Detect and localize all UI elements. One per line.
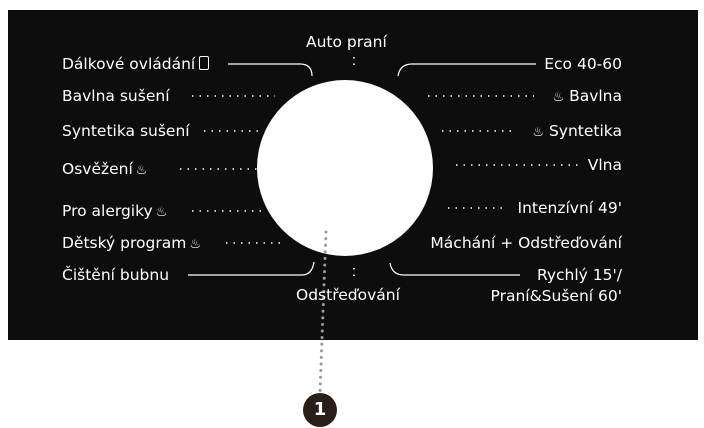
program-cotton: ♨ Bavlna — [552, 87, 622, 105]
program-wool: Vlna — [587, 156, 622, 174]
program-synthetic-dry: Syntetika sušení — [62, 122, 190, 140]
phone-icon — [199, 56, 210, 70]
program-remote-control: Dálkové ovládání — [62, 55, 210, 73]
program-rapid-15: Rychlý 15'/ — [536, 266, 622, 284]
program-cotton-dry: Bavlna sušení — [62, 87, 170, 105]
steam-icon: ♨ — [189, 237, 201, 252]
program-dial-knob[interactable] — [257, 80, 433, 256]
program-spin: Odstřeďování — [296, 286, 400, 304]
program-wash-dry-60: Praní&Sušení 60' — [490, 287, 622, 305]
program-synthetic: ♨ Syntetika — [532, 122, 622, 140]
program-refresh: Osvěžení♨ — [62, 160, 148, 178]
program-eco-40-60: Eco 40-60 — [544, 55, 622, 73]
callout-number-badge: 1 — [303, 393, 337, 427]
steam-icon: ♨ — [552, 90, 565, 105]
steam-icon: ♨ — [135, 163, 148, 178]
program-intensive-49: Intenzívní 49' — [517, 199, 623, 217]
steam-icon: ♨ — [532, 125, 545, 140]
program-allergy: Pro alergiky♨ — [62, 202, 168, 220]
program-rinse-spin: Máchání + Odstřeďování — [430, 234, 622, 252]
steam-icon: ♨ — [155, 205, 168, 220]
program-drum-clean: Čištění bubnu — [62, 266, 170, 284]
program-auto-wash: Auto praní — [306, 33, 387, 51]
program-baby: Dětský program♨ — [62, 234, 201, 252]
